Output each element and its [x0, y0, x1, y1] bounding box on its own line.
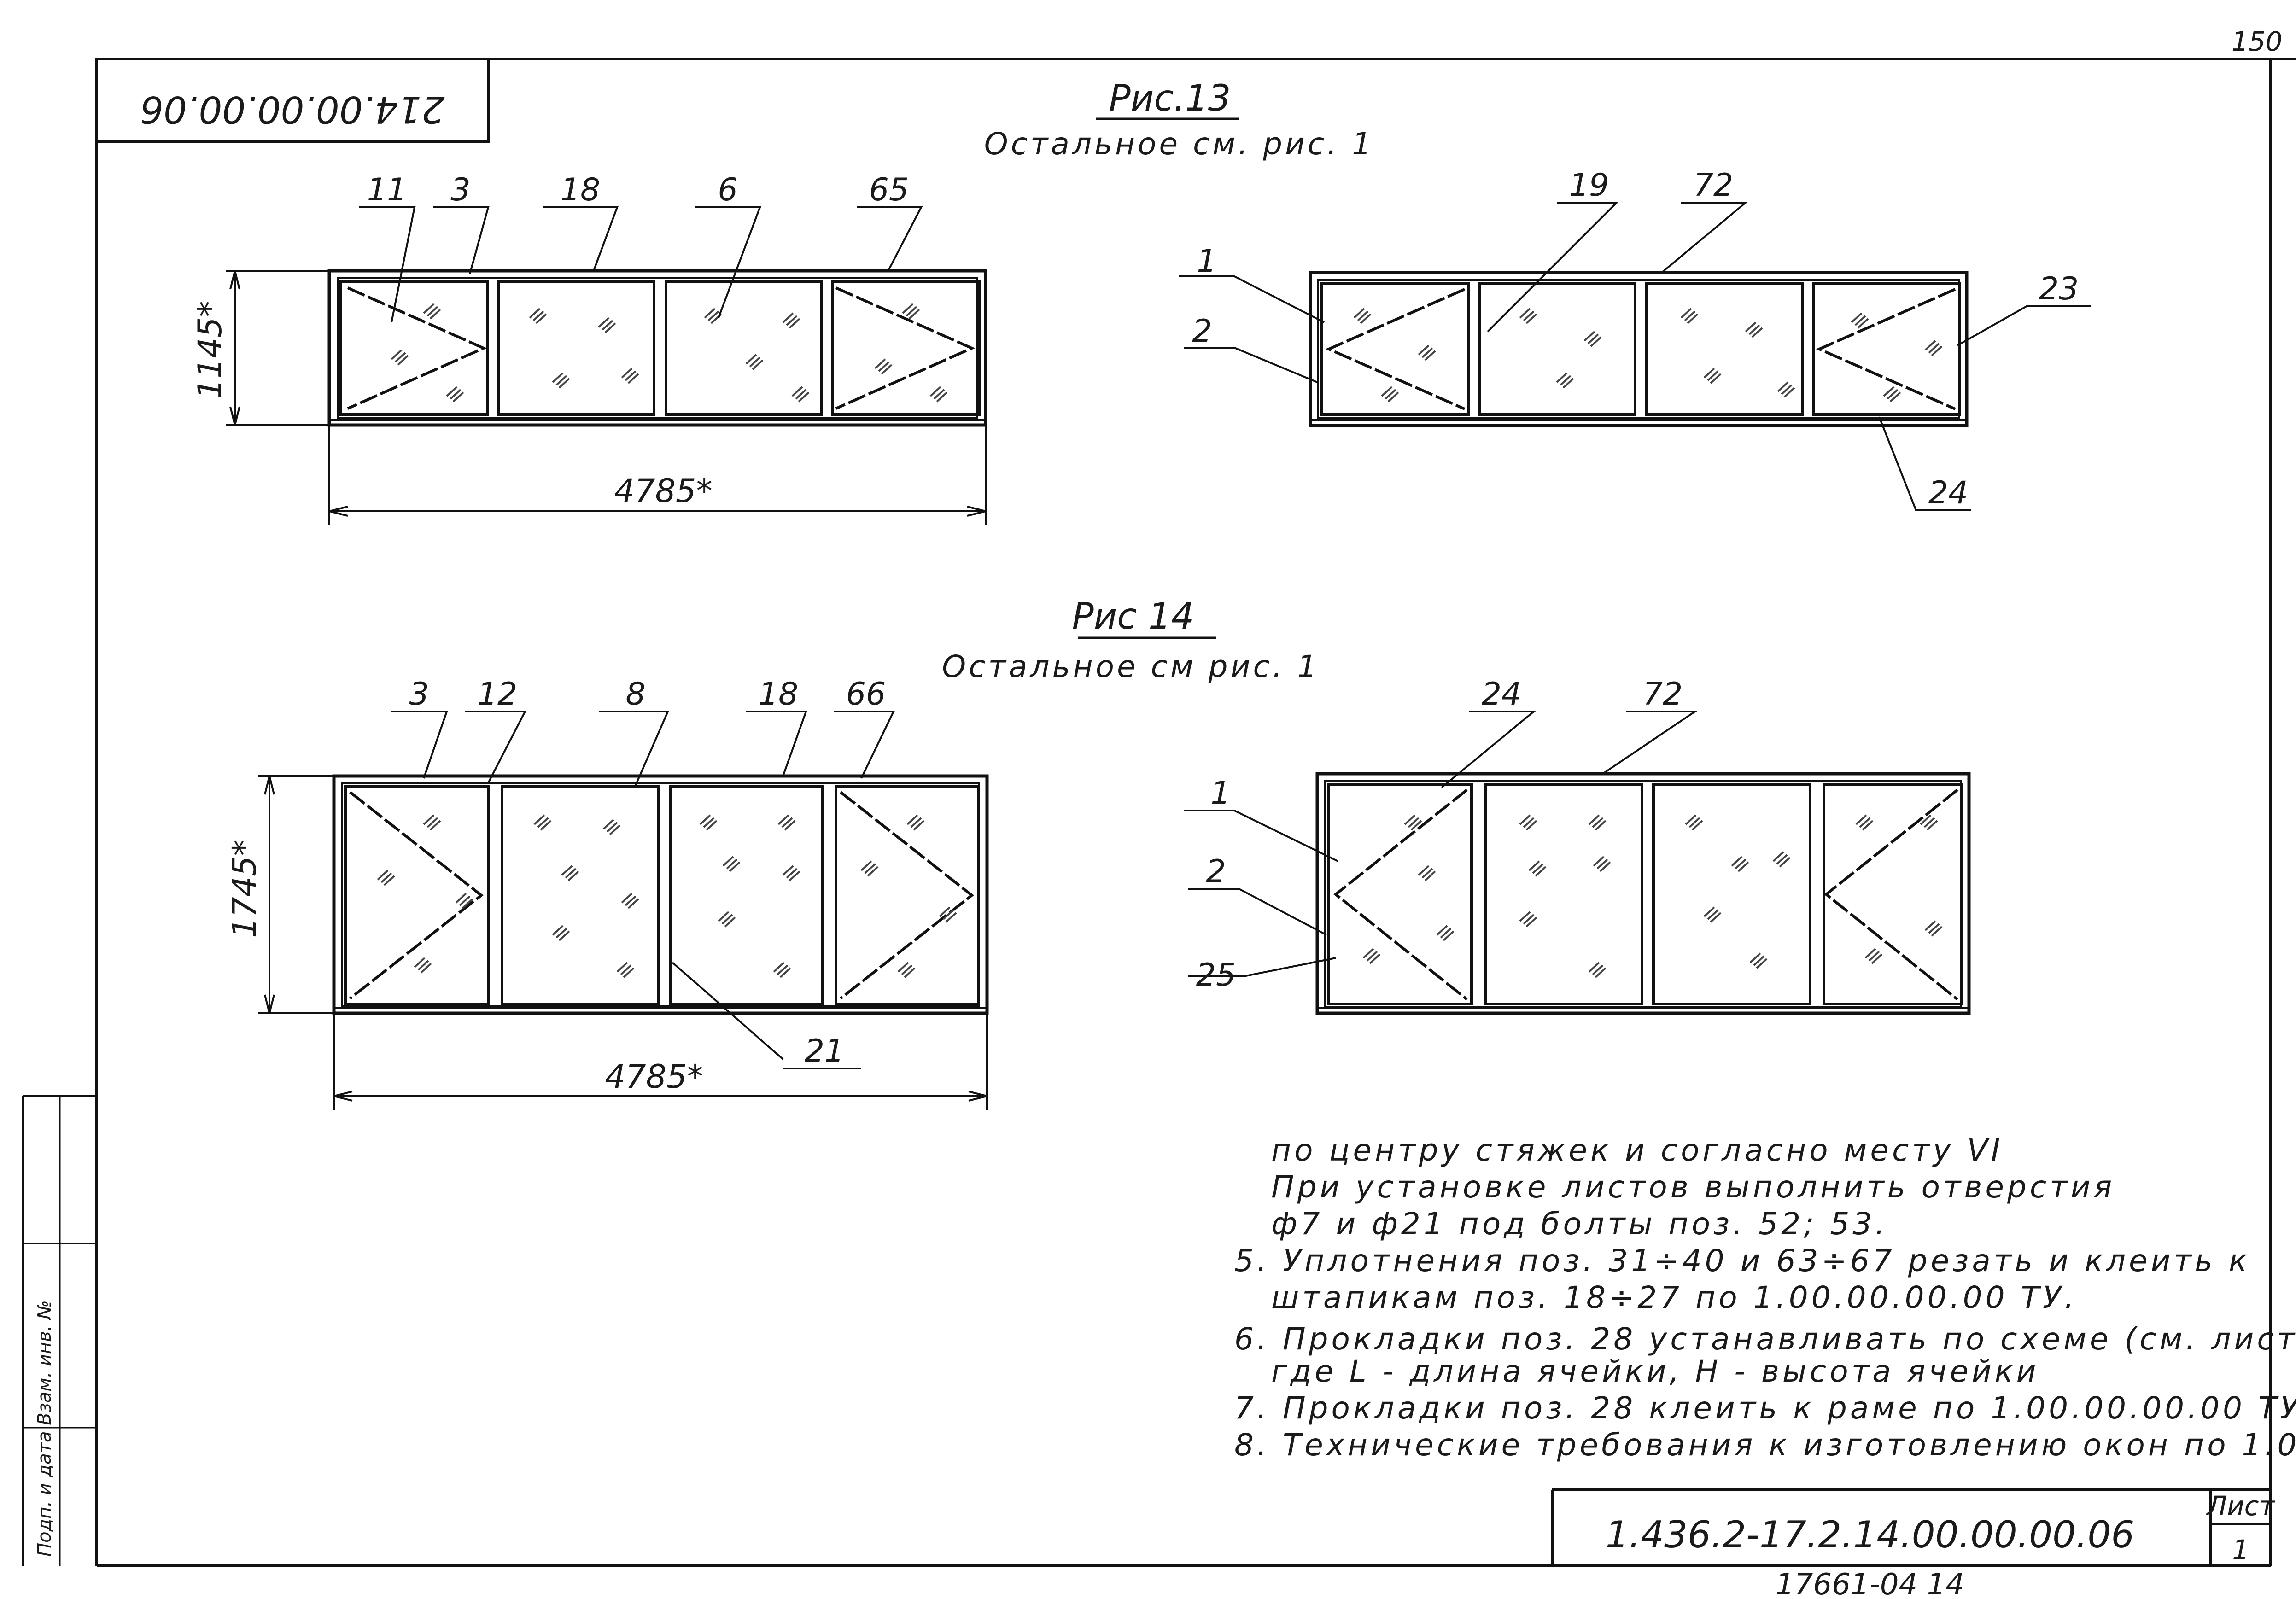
- fig13-callout-18: 18: [561, 172, 601, 208]
- note-line-1: по центру стяжек и согласно месту VI: [1271, 1132, 2003, 1168]
- fig13-left-window: [327, 269, 987, 427]
- fig13-callout-3: 3: [450, 172, 470, 208]
- fig13-callout-23: 23: [2039, 271, 2079, 307]
- fig13-right-window: [1309, 271, 1969, 427]
- fig14-callout-12: 12: [478, 676, 518, 712]
- fig13-callout-65: 65: [869, 172, 909, 208]
- fig14-right-leaders: [1184, 711, 1698, 977]
- fig14-callout-72: 72: [1643, 676, 1683, 712]
- fig13-height-dim: 1145*: [191, 301, 229, 399]
- fig13-left-leaders: [359, 206, 923, 323]
- fig14-callout-21: 21: [805, 1033, 845, 1069]
- side-stamp: Подп. и дата Взам. инв. №: [34, 1300, 55, 1557]
- fig14-title: Рис 14: [1072, 596, 1194, 637]
- fig13-width-dim: 4785*: [614, 472, 712, 510]
- fig13-callout-11: 11: [367, 172, 407, 208]
- fig13-callout-2: 2: [1192, 313, 1212, 350]
- fig14-left-dims: [258, 775, 988, 1110]
- fig13-callout-24: 24: [1928, 475, 1969, 511]
- fig14-left-leaders: [391, 711, 895, 1069]
- title-block: [1551, 1488, 2271, 1566]
- corner-number: 150: [2232, 26, 2283, 57]
- note-line-7: где L - длина ячейки, Н - высота ячейки: [1271, 1354, 2039, 1389]
- document-code: 1.436.2-17.2.14.00.00.00.06: [1606, 1513, 2134, 1556]
- fig13-right-leaders: [1179, 202, 2091, 511]
- sheet-frame: [22, 58, 2296, 1567]
- notes-block: по центру стяжек и согласно месту VI При…: [1234, 1132, 2296, 1463]
- note-line-2: При установке листов выполнить отверстия: [1271, 1169, 2115, 1205]
- fig13-left-dims: [226, 270, 987, 525]
- note-line-8: 7. Прокладки поз. 28 клеить к раме по 1.…: [1234, 1390, 2296, 1426]
- bottom-code: 17661-04 14: [1776, 1568, 1964, 1599]
- fig14-callout-3: 3: [409, 676, 429, 712]
- note-line-3: ф7 и ф21 под болты поз. 52; 53.: [1271, 1206, 1888, 1242]
- fig14-callout-24: 24: [1482, 676, 1522, 712]
- fig13-title: Рис.13: [1109, 78, 1231, 119]
- note-line-4: 5. Уплотнения поз. 31÷40 и 63÷67 резать …: [1234, 1243, 2250, 1278]
- fig13-subtitle: Остальное см. рис. 1: [984, 126, 1374, 162]
- note-line-5: штапикам поз. 18÷27 по 1.00.00.00.00 ТУ.: [1271, 1280, 2077, 1315]
- fig13-callout-6: 6: [718, 172, 737, 208]
- stamp-code: 214.00.00.00.06: [140, 88, 445, 131]
- fig14-callout-1: 1: [1210, 775, 1230, 811]
- fig14-callout-25: 25: [1196, 957, 1236, 993]
- fig14-right-window: [1315, 772, 1971, 1015]
- sheet-label: Лист: [2206, 1490, 2276, 1522]
- fig13-callout-72: 72: [1694, 167, 1734, 204]
- fig14-callout-66: 66: [846, 676, 886, 712]
- fig14-left-window: [332, 774, 989, 1060]
- fig14-callout-2: 2: [1206, 853, 1226, 890]
- fig13-callout-1: 1: [1197, 243, 1216, 280]
- fig14-left-glass-hatch: [377, 814, 957, 978]
- sheet-number: 1: [2232, 1534, 2249, 1565]
- fig13-callout-19: 19: [1569, 167, 1609, 204]
- note-line-6: 6. Прокладки поз. 28 устанавливать по сх…: [1234, 1321, 2296, 1357]
- fig14-callout-18: 18: [759, 676, 799, 712]
- fig14-height-dim: 1745*: [226, 840, 263, 938]
- note-line-9: 8. Технические требования к изготовлению…: [1234, 1427, 2296, 1463]
- fig14-width-dim: 4785*: [605, 1058, 703, 1096]
- fig14-subtitle: Остальное см рис. 1: [942, 649, 1319, 684]
- fig14-callout-8: 8: [625, 676, 645, 712]
